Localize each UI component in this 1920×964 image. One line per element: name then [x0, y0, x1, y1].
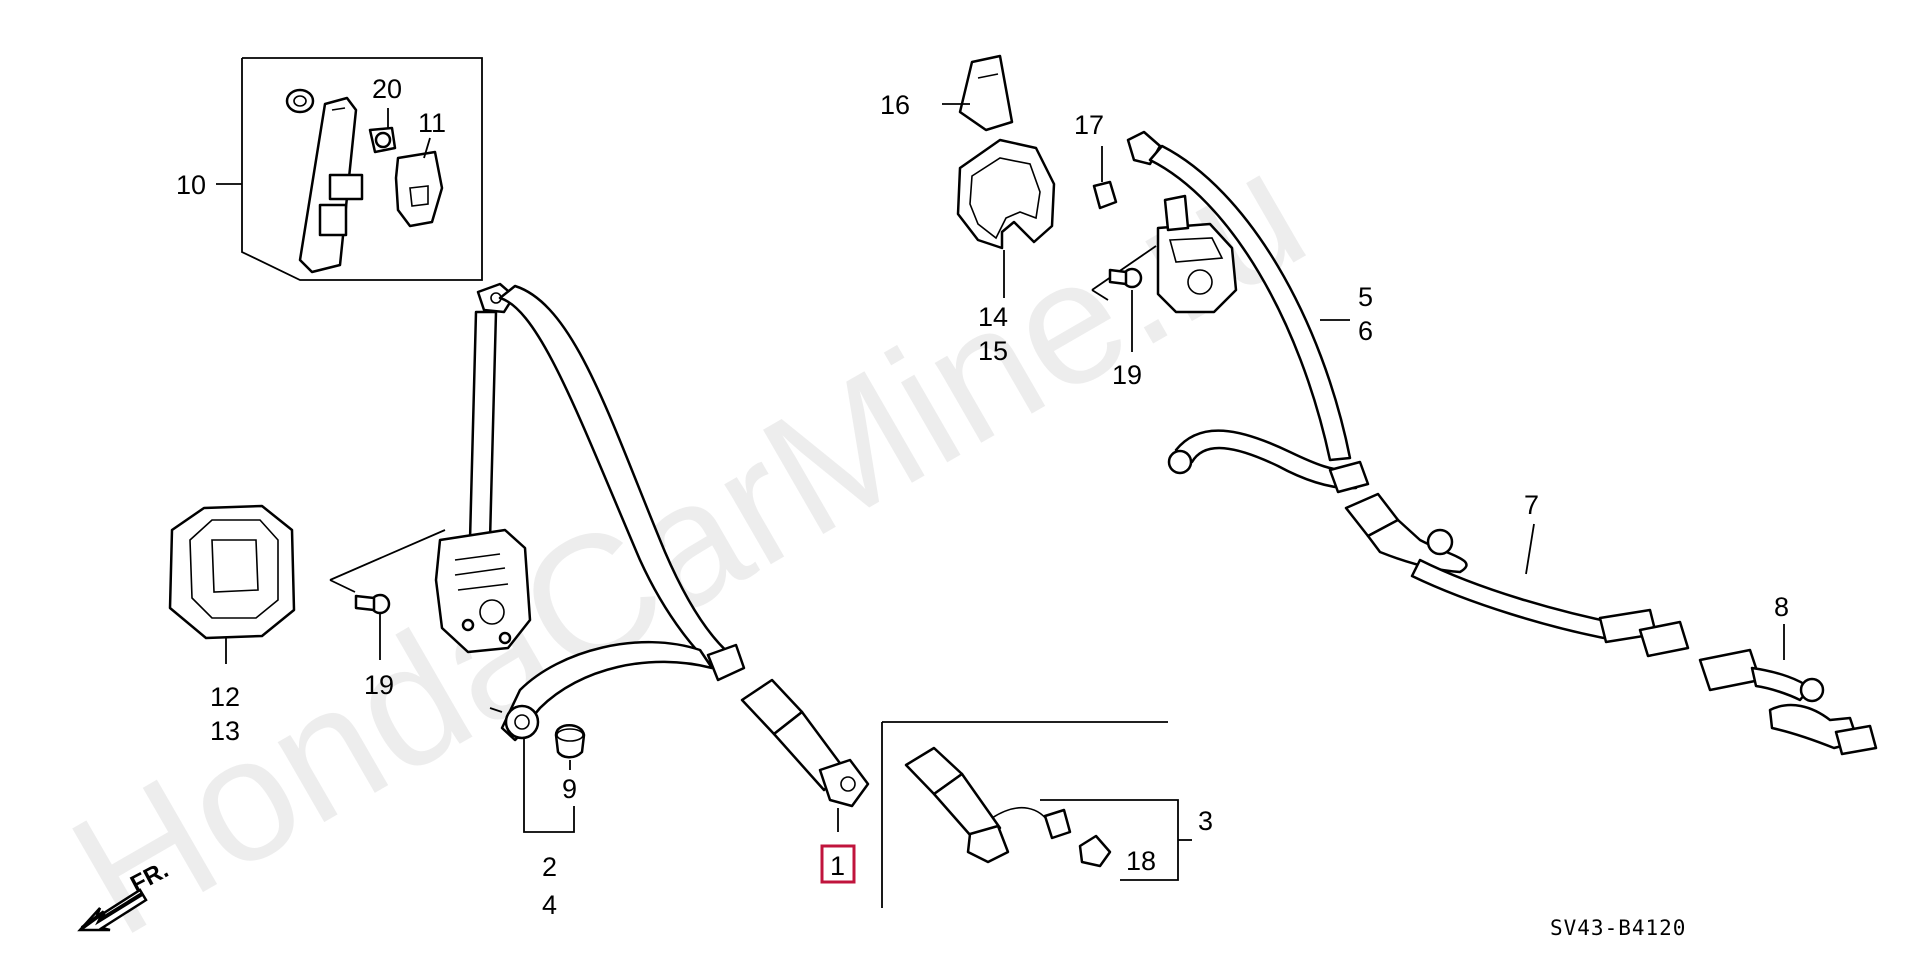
callout-16: 16	[880, 90, 910, 120]
callout-6: 6	[1358, 316, 1373, 346]
callout-4: 4	[542, 890, 557, 920]
center-seat-belt[interactable]	[1344, 492, 1690, 658]
callout-2: 2	[542, 852, 557, 882]
buckle-with-switch[interactable]	[904, 746, 1072, 864]
callout-8: 8	[1774, 592, 1789, 622]
callout-19-rear: 19	[1112, 360, 1142, 390]
callout-17: 17	[1074, 110, 1104, 140]
callout-19-left: 19	[364, 670, 394, 700]
retractor-cover[interactable]	[168, 504, 296, 640]
nut-17[interactable]	[1092, 180, 1118, 210]
callout-1-highlight[interactable]: 1	[820, 844, 856, 884]
callout-5: 5	[1358, 282, 1373, 312]
callout-13: 13	[210, 716, 240, 746]
center-buckle[interactable]	[1698, 648, 1878, 756]
bolt-rear[interactable]	[1091, 245, 1157, 301]
callout-10: 10	[176, 170, 206, 200]
belt-guide-assembly[interactable]	[241, 57, 483, 281]
callout-1: 1	[830, 851, 845, 881]
callout-3: 3	[1198, 806, 1213, 836]
callout-11: 11	[418, 108, 446, 138]
rear-seat-belt-assembly[interactable]	[1126, 130, 1370, 494]
diagram-code: SV43-B4120	[1550, 916, 1686, 940]
bolt-left[interactable]	[329, 529, 446, 615]
front-buckle[interactable]	[740, 678, 870, 808]
callout-12: 12	[210, 682, 240, 712]
callout-18: 18	[1126, 846, 1156, 876]
callout-7: 7	[1524, 490, 1539, 520]
callout-14: 14	[978, 302, 1008, 332]
clip-18[interactable]	[1078, 834, 1112, 868]
buckle-inset-box	[881, 721, 1168, 908]
callout-9: 9	[562, 774, 577, 804]
front-seat-belt-assembly[interactable]	[434, 282, 746, 742]
retractor-cover-rear[interactable]	[956, 138, 1056, 250]
label-sticker[interactable]	[958, 54, 1014, 132]
anchor-cap[interactable]	[554, 724, 586, 759]
callout-20: 20	[372, 74, 402, 104]
callout-15: 15	[978, 336, 1008, 366]
